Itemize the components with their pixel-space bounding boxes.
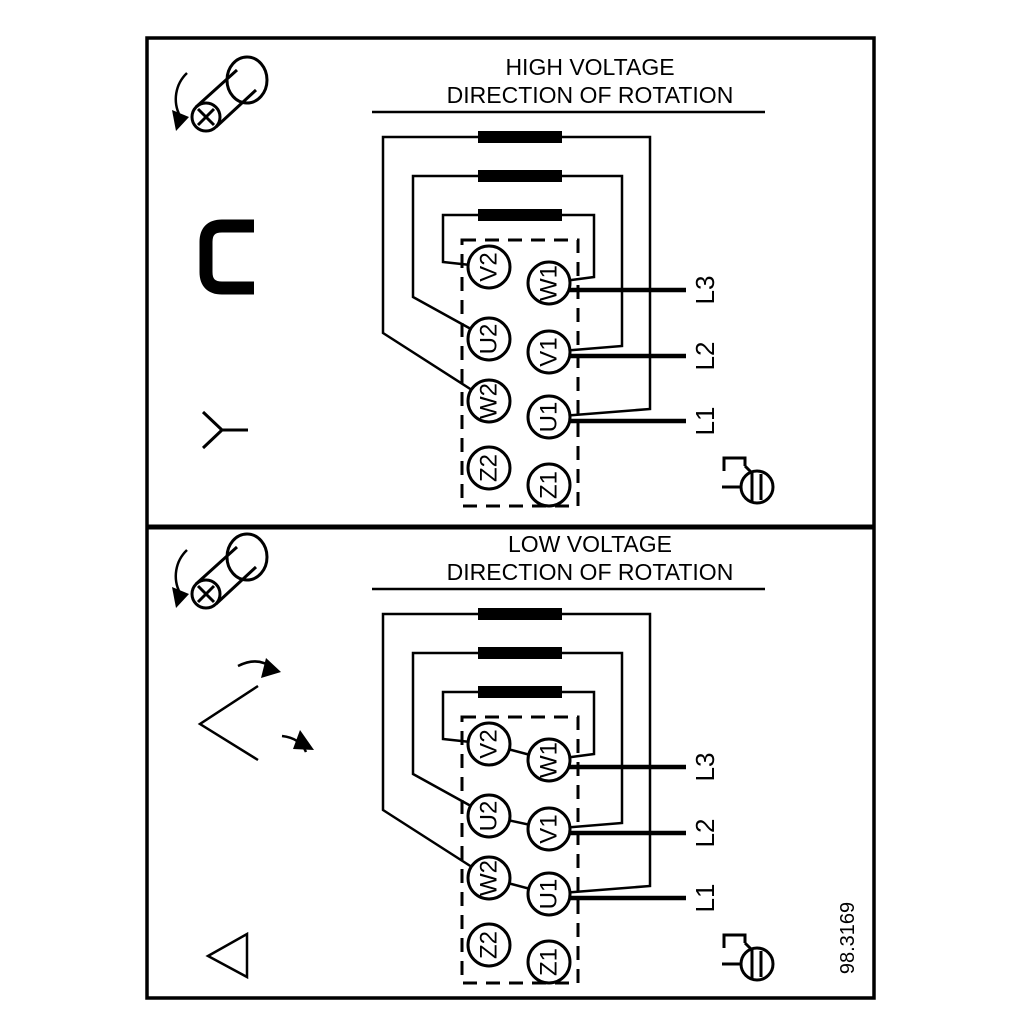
supply-label-l2: L2 [690, 819, 720, 848]
terminal-w2 [466, 378, 512, 424]
terminal-label-v1: V1 [536, 814, 563, 843]
star-symbol-icon [201, 410, 248, 450]
terminal-label-z1: Z1 [536, 948, 563, 976]
screw-rotation-icon [170, 55, 269, 133]
terminal-label-u2: U2 [476, 801, 503, 832]
terminal-label-v2: V2 [476, 729, 503, 758]
terminal-u1 [526, 871, 572, 917]
jumper-bar-1 [478, 131, 562, 143]
supply-label-l3: L3 [690, 276, 720, 305]
supply-label-l1: L1 [690, 884, 720, 913]
terminal-z2 [466, 922, 512, 968]
supply-lines [549, 287, 686, 424]
panel-title-line1: LOW VOLTAGE [508, 531, 672, 557]
terminal-label-z1: Z1 [536, 471, 563, 499]
supply-label-l1: L1 [690, 407, 720, 436]
jumper-bar-3 [478, 209, 562, 221]
terminal-u2 [466, 316, 512, 362]
jumper-bars [478, 131, 562, 221]
panel-title-line2: DIRECTION OF ROTATION [447, 82, 734, 108]
terminal-label-w2: W2 [476, 860, 503, 896]
wire [441, 213, 596, 285]
figure-reference: 98.3169 [837, 902, 859, 974]
terminal-z1 [526, 939, 572, 985]
ground-screw-icon [720, 933, 775, 982]
jumper-bar-2 [478, 170, 562, 182]
supply-labels: L3 L2 L1 [690, 753, 720, 913]
terminals: V2 U2 W2 Z2 W1 V1 U1 Z1 [466, 244, 572, 508]
jumper-bar-2 [478, 647, 562, 659]
supply-label-l3: L3 [690, 753, 720, 782]
jumper-bar-1 [478, 608, 562, 620]
supply-lines [549, 764, 686, 901]
jumper-bars [478, 608, 562, 698]
terminal-z2 [466, 445, 512, 491]
panel-low-voltage: LOW VOLTAGE DIRECTION OF ROTATION V2 [170, 531, 775, 985]
terminal-w2 [466, 855, 512, 901]
terminal-box [460, 238, 580, 508]
screw-rotation-icon [170, 532, 269, 610]
wire [441, 690, 596, 762]
terminal-label-u1: U1 [536, 879, 563, 910]
terminal-v2 [466, 244, 512, 290]
delta-symbol-icon [205, 931, 249, 980]
terminal-label-z2: Z2 [476, 454, 503, 482]
terminal-z1 [526, 462, 572, 508]
panel-high-voltage: HIGH VOLTAGE DIRECTION OF ROTATION V2 U2… [170, 54, 775, 508]
terminal-label-w1: W1 [536, 742, 563, 778]
terminal-v1 [526, 806, 572, 852]
terminals: V2 U2 W2 Z2 W1 V1 U1 Z1 [466, 721, 572, 985]
terminal-box [460, 715, 580, 985]
terminal-label-z2: Z2 [476, 931, 503, 959]
terminal-u2 [466, 793, 512, 839]
delta-jumper-icon [197, 658, 314, 762]
panel-title-line1: HIGH VOLTAGE [505, 54, 674, 80]
terminal-w1 [526, 260, 572, 306]
jumper-bar-3 [478, 686, 562, 698]
terminal-u1 [526, 394, 572, 440]
terminal-label-v2: V2 [476, 252, 503, 281]
terminal-label-w2: W2 [476, 383, 503, 419]
terminal-v2 [466, 721, 512, 767]
ground-screw-icon [720, 456, 775, 505]
supply-label-l2: L2 [690, 342, 720, 371]
panel-title-line2: DIRECTION OF ROTATION [447, 559, 734, 585]
terminal-w1 [526, 737, 572, 783]
outer-border [145, 36, 876, 1000]
terminal-v1 [526, 329, 572, 375]
terminal-label-v1: V1 [536, 337, 563, 366]
supply-labels: L3 L2 L1 [690, 276, 720, 436]
terminal-label-u2: U2 [476, 324, 503, 355]
wire [411, 174, 624, 354]
wire [411, 651, 624, 831]
terminal-label-w1: W1 [536, 265, 563, 301]
jumper-bracket-icon [199, 219, 254, 295]
terminal-label-u1: U1 [536, 402, 563, 433]
